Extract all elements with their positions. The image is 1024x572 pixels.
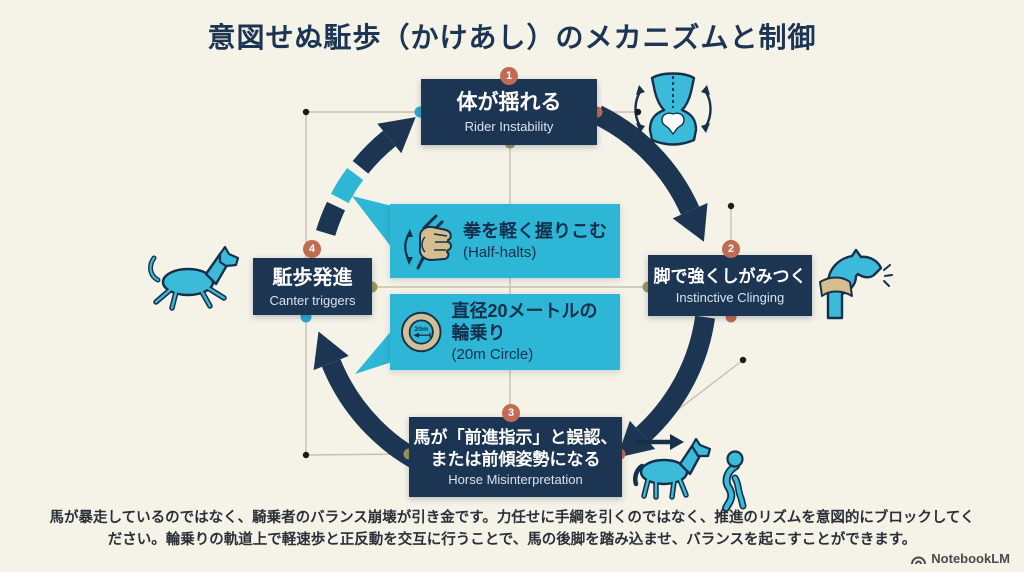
cycle-arrowheads xyxy=(313,117,708,458)
node-label-jp-line1: 馬が「前進指示」と誤認、 xyxy=(413,428,618,448)
clinging-horse-head-icon xyxy=(819,248,893,320)
cycle-node-rider-instability: 体が揺れる Rider Instability xyxy=(421,79,597,145)
arrow-step1-to-step2 xyxy=(592,105,700,215)
node-label-jp: 体が揺れる xyxy=(456,91,562,115)
step-number-badge-4: 4 xyxy=(303,240,321,258)
node-label-en: Horse Misinterpretation xyxy=(448,471,583,487)
step-number-badge-3: 3 xyxy=(502,404,520,422)
arrow-step4-to-step1-a xyxy=(316,201,346,237)
forward-horse-icon xyxy=(633,434,712,500)
arrow-step4-to-step1-b xyxy=(352,130,396,174)
node-label-en: Canter triggers xyxy=(269,292,356,308)
intervention-label-en: (Half-halts) xyxy=(463,243,537,261)
cantering-horse-icon xyxy=(148,245,240,311)
notebooklm-branding: NotebookLM xyxy=(910,551,1010,566)
arrow-step2-to-step3 xyxy=(635,315,716,443)
callout-tails xyxy=(352,196,392,374)
cycle-break-segment xyxy=(330,168,364,204)
leaning-person-icon xyxy=(722,450,747,512)
intervention-label-jp: 拳を軽く握りこむ xyxy=(463,221,607,242)
circle-diameter-label: 20m xyxy=(414,326,428,333)
intervention-label-en: (20m Circle) xyxy=(451,345,534,363)
20m-circle-icon: 20m xyxy=(401,311,442,353)
cycle-node-instinctive-clinging: 脚で強くしがみつく Instinctive Clinging xyxy=(648,255,812,316)
page-title: 意図せぬ駈歩（かけあし）のメカニズムと制御 xyxy=(207,22,817,53)
node-label-en: Instinctive Clinging xyxy=(675,289,785,305)
node-label-jp: 駈歩発進 xyxy=(272,266,353,289)
cycle-node-canter-triggers: 駈歩発進 Canter triggers xyxy=(253,258,372,315)
step-number-badge-2: 2 xyxy=(722,240,740,258)
footer-note: 馬が暴走しているのではなく、騎乗者のバランス崩壊が引き金です。力任せに手綱を引く… xyxy=(49,510,975,549)
step-number-badge-1: 1 xyxy=(500,67,518,85)
intervention-callout-20m-circle: 20m 直径20メートルの輪乗り (20m Circle) xyxy=(390,294,620,370)
forward-arrow-icon xyxy=(670,434,684,450)
node-label-jp: 脚で強くしがみつく xyxy=(653,267,807,287)
rider-sway-icon xyxy=(634,72,712,146)
node-label-en: Rider Instability xyxy=(464,118,554,134)
notebooklm-logo-icon xyxy=(911,556,927,564)
hand-gripping-rein-icon xyxy=(404,214,452,270)
node-label-jp-line2: または前傾姿勢になる xyxy=(430,449,601,469)
intervention-callout-half-halts: 拳を軽く握りこむ (Half-halts) xyxy=(390,204,620,278)
notebooklm-logo-text: NotebookLM xyxy=(931,551,1010,566)
cycle-node-horse-misinterpretation: 馬が「前進指示」と誤認、 または前傾姿勢になる Horse Misinterpr… xyxy=(409,417,622,497)
intervention-label-jp: 直径20メートルの輪乗り xyxy=(451,301,598,343)
